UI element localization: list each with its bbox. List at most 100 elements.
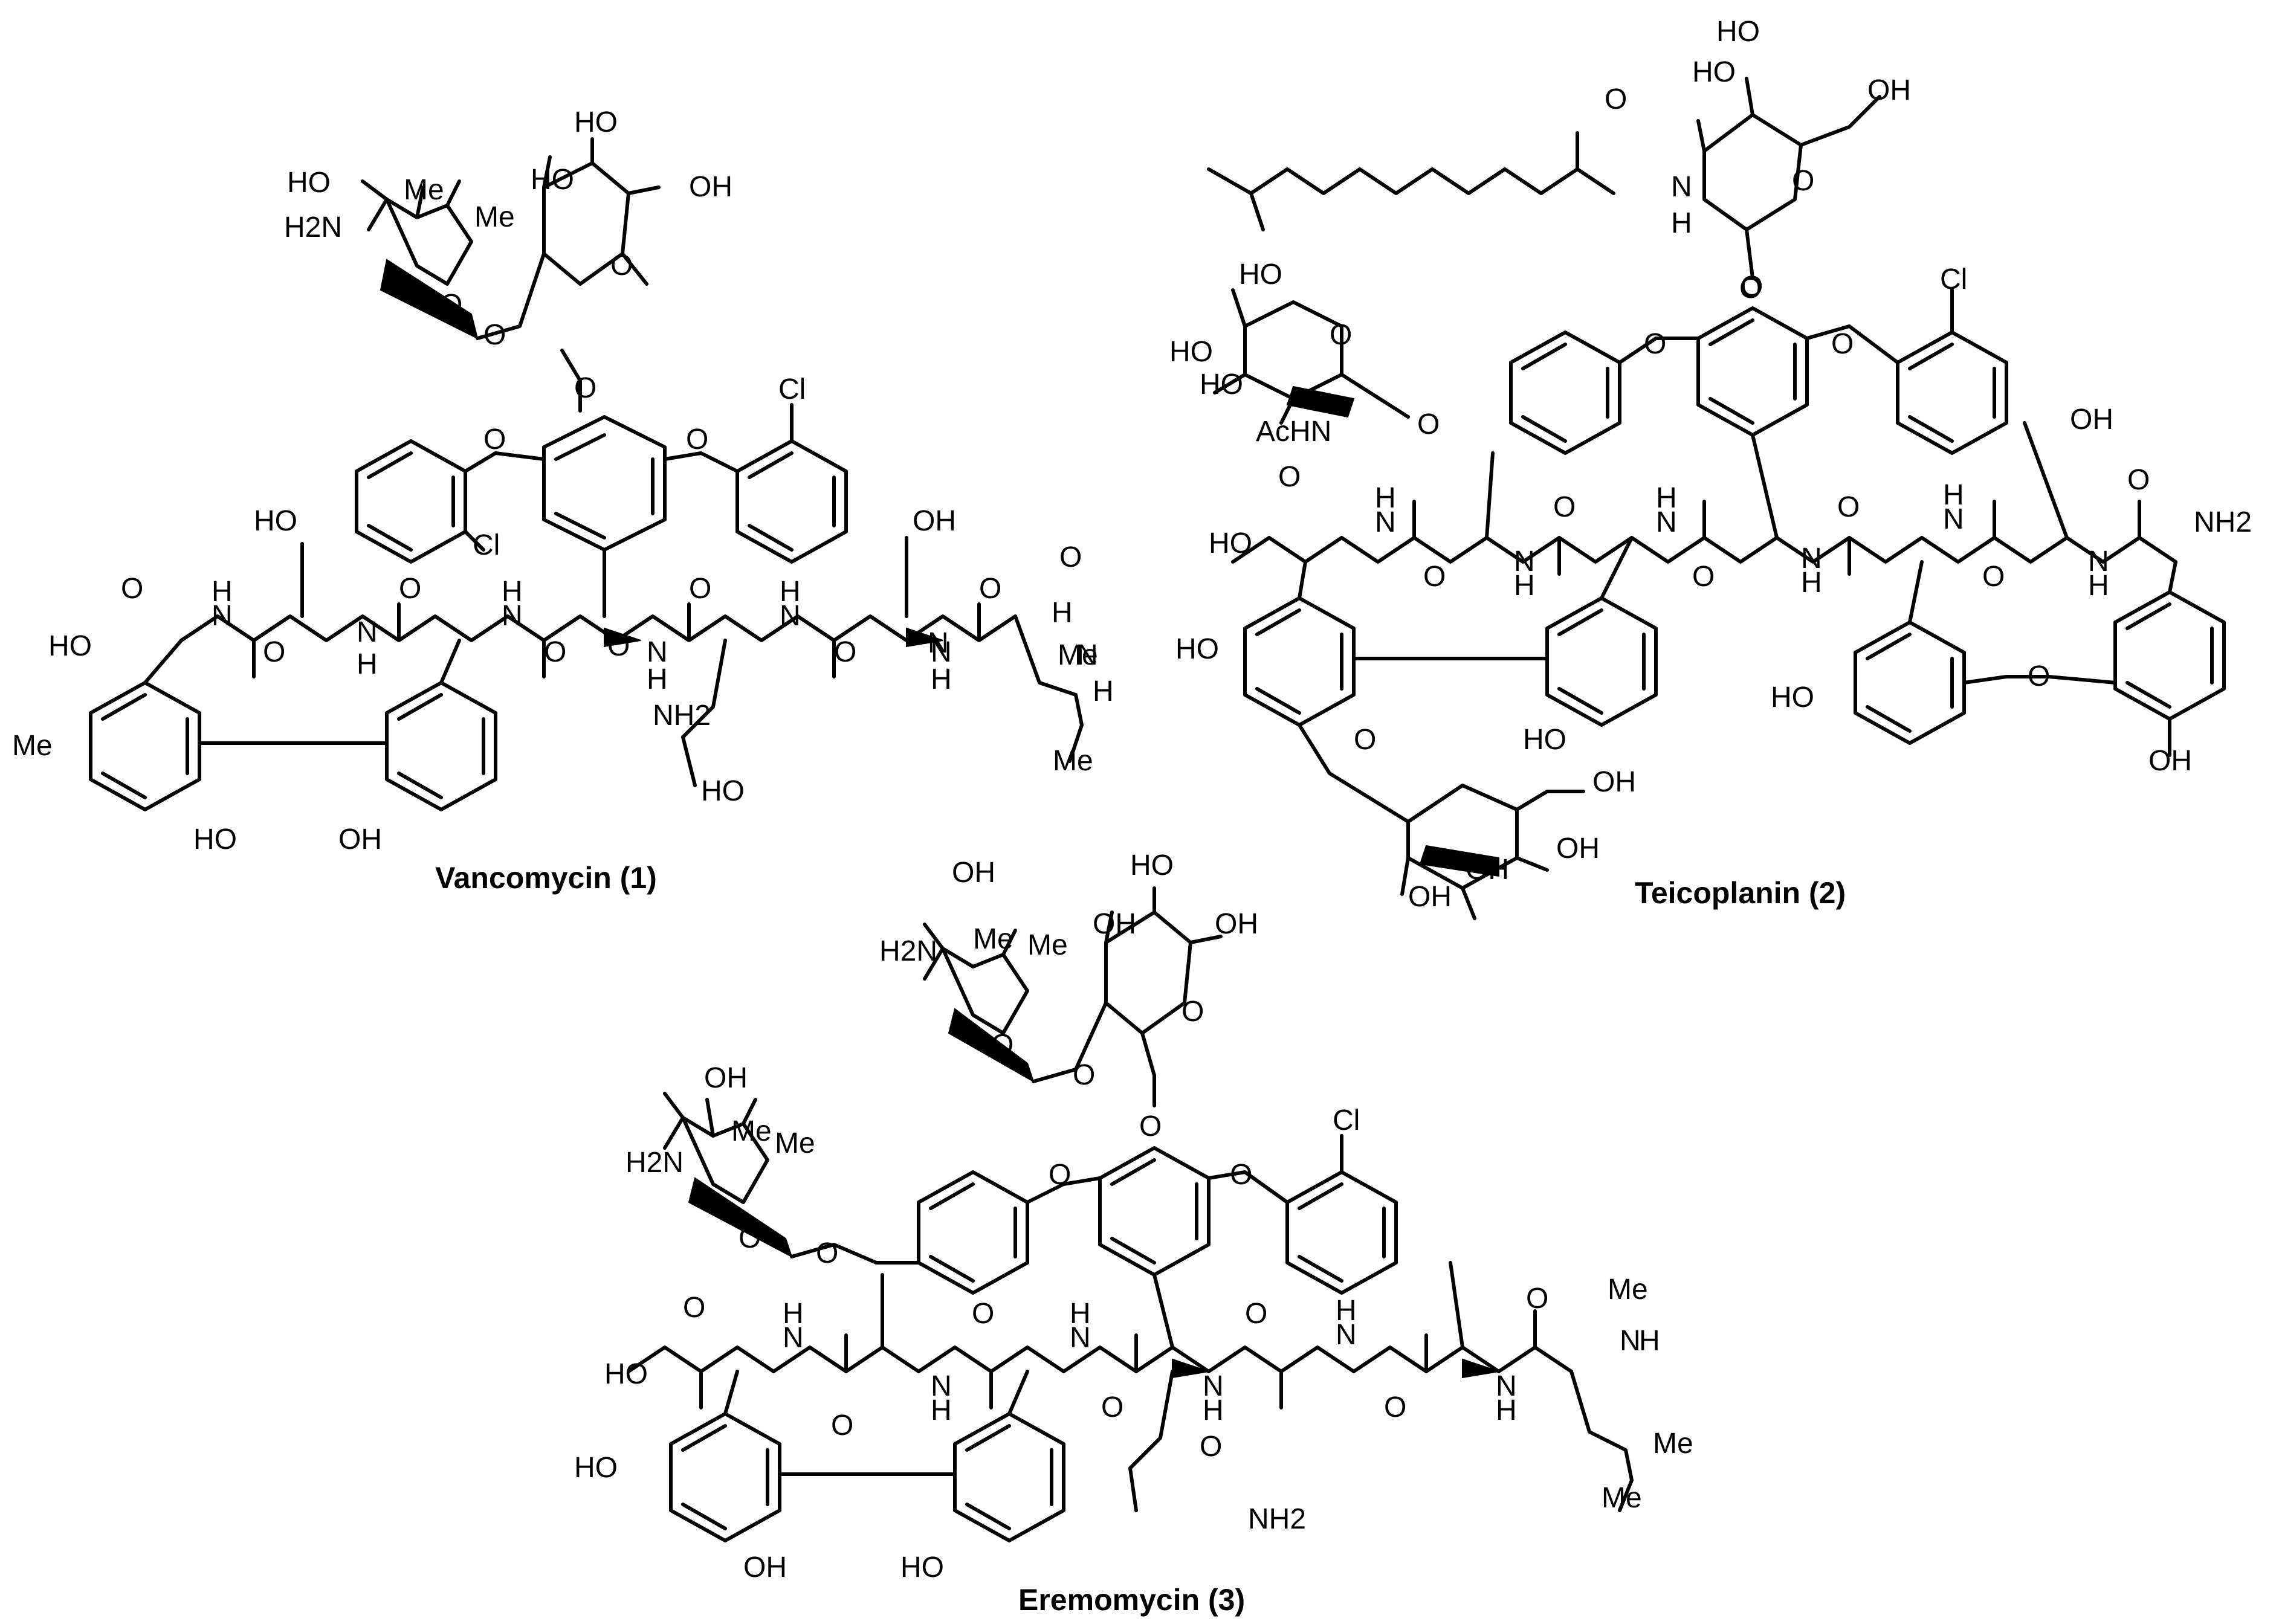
svg-text:N: N [1336, 1319, 1357, 1351]
svg-text:O: O [1230, 1159, 1252, 1191]
svg-text:O: O [1182, 996, 1204, 1028]
svg-text:O: O [544, 636, 566, 668]
svg-text:O: O [1417, 408, 1440, 440]
eremomycin-labels: HO OH Me Me H2N OH OH O O O OH Me Me H2N… [574, 849, 1693, 1617]
svg-text:O: O [816, 1237, 838, 1269]
svg-text:H2N: H2N [879, 935, 937, 967]
teicoplanin-labels: HO HO OH O O N H HO O HO HO O AcHN O O O… [1169, 16, 2252, 913]
svg-text:O: O [2127, 464, 2150, 496]
teicoplanin-structure [1207, 77, 2226, 920]
svg-text:O: O [574, 372, 596, 404]
svg-text:HO: HO [254, 505, 297, 537]
svg-text:OH: OH [1592, 766, 1636, 798]
svg-text:N: N [780, 600, 801, 632]
svg-text:AcHN: AcHN [1256, 416, 1331, 448]
svg-text:O: O [979, 573, 1001, 605]
svg-text:HO: HO [574, 1452, 618, 1484]
svg-text:OH: OH [338, 823, 382, 856]
svg-text:H: H [931, 663, 952, 695]
svg-text:N: N [1801, 543, 1822, 575]
svg-text:O: O [1837, 491, 1860, 523]
svg-text:HO: HO [900, 1552, 944, 1584]
svg-text:H: H [931, 1394, 952, 1426]
svg-text:OH: OH [1466, 854, 1509, 886]
svg-text:H: H [502, 576, 523, 608]
svg-text:Me: Me [1053, 745, 1093, 777]
svg-text:HO: HO [1523, 724, 1566, 756]
svg-text:N: N [647, 636, 668, 668]
svg-text:O: O [686, 424, 708, 456]
svg-text:O: O [1059, 541, 1082, 573]
svg-text:OH: OH [1867, 74, 1911, 106]
svg-text:H: H [780, 576, 801, 608]
vancomycin-title: Vancomycin (1) [435, 861, 657, 895]
svg-text:H: H [1656, 482, 1677, 514]
svg-text:Cl: Cl [778, 373, 806, 405]
svg-text:O: O [2028, 660, 2050, 692]
svg-text:HO: HO [1771, 682, 1814, 714]
svg-text:HO: HO [1175, 633, 1219, 665]
svg-text:Me: Me [1027, 929, 1068, 961]
svg-text:N: N [1671, 171, 1692, 203]
svg-text:H: H [1639, 1325, 1660, 1357]
svg-text:H: H [1375, 482, 1396, 514]
svg-text:Me: Me [404, 174, 444, 206]
svg-text:Cl: Cl [473, 529, 500, 561]
svg-text:O: O [1553, 491, 1576, 523]
svg-text:N: N [1375, 506, 1396, 538]
svg-text:HO: HO [1239, 259, 1282, 291]
svg-text:H: H [1496, 1394, 1517, 1426]
svg-text:O: O [399, 573, 421, 605]
svg-text:O: O [1831, 328, 1854, 360]
svg-text:H: H [1514, 570, 1535, 602]
svg-text:H2N: H2N [284, 211, 342, 243]
svg-text:H: H [1336, 1295, 1357, 1327]
svg-text:N: N [1514, 546, 1535, 578]
vancomycin-labels: HO Me Me H2N HO OH HO O O O O O O Cl HO … [12, 106, 1114, 895]
svg-text:H: H [1943, 479, 1964, 511]
svg-text:OH: OH [689, 171, 732, 203]
svg-text:Me: Me [1602, 1482, 1642, 1514]
svg-text:N: N [931, 636, 952, 668]
svg-text:H: H [1070, 1298, 1091, 1330]
svg-text:N: N [1496, 1370, 1517, 1402]
svg-text:N: N [212, 600, 233, 632]
svg-text:OH: OH [913, 505, 956, 537]
svg-text:O: O [607, 630, 630, 662]
svg-text:O: O [1200, 1431, 1222, 1463]
svg-text:HO: HO [287, 167, 331, 199]
svg-text:HO: HO [531, 164, 574, 196]
svg-text:N: N [357, 616, 378, 648]
vancomycin-structure [89, 137, 1084, 811]
svg-text:H: H [647, 663, 668, 695]
svg-text:O: O [121, 573, 143, 605]
svg-text:N: N [1620, 1325, 1641, 1357]
svg-text:N: N [1656, 506, 1677, 538]
svg-text:O: O [1792, 165, 1814, 197]
svg-text:O: O [831, 1410, 853, 1442]
svg-text:O: O [739, 1222, 761, 1254]
svg-text:Me: Me [1608, 1274, 1648, 1306]
svg-text:O: O [1245, 1298, 1267, 1330]
teicoplanin-title: Teicoplanin (2) [1635, 876, 1846, 910]
svg-text:N: N [2088, 546, 2109, 578]
svg-text:O: O [610, 250, 633, 282]
svg-text:OH: OH [1093, 908, 1136, 940]
svg-text:O: O [683, 1292, 705, 1324]
eremomycin-structure [627, 886, 1634, 1542]
svg-text:HO: HO [1200, 369, 1243, 401]
svg-text:Me: Me [973, 923, 1013, 955]
svg-text:H: H [783, 1298, 804, 1330]
svg-text:N: N [502, 600, 523, 632]
svg-text:OH: OH [743, 1552, 787, 1584]
svg-text:O: O [1330, 319, 1352, 351]
svg-text:HO: HO [1692, 56, 1736, 88]
svg-text:OH: OH [1408, 881, 1452, 913]
svg-text:Me: Me [1058, 639, 1098, 671]
svg-text:O: O [1101, 1391, 1123, 1423]
svg-text:N: N [1070, 1322, 1091, 1354]
svg-text:O: O [263, 636, 285, 668]
svg-text:O: O [1049, 1159, 1071, 1191]
svg-text:Me: Me [12, 730, 53, 762]
